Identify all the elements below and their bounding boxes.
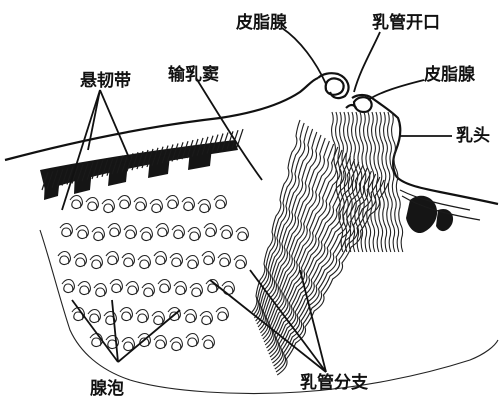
duct-wave-stroke: [264, 150, 342, 342]
alveolus-squiggle: [216, 308, 228, 321]
alveolus-squiggle: [110, 280, 122, 293]
leader-sebaceous-right: [368, 80, 424, 100]
alveolus-squiggle: [154, 336, 166, 349]
alveolus-squiggle: [190, 284, 202, 297]
alveolus-squiggle: [122, 338, 134, 351]
alveolus-squiggle: [198, 200, 210, 213]
alveolus-squiggle: [108, 224, 120, 237]
alveolus-squiggle: [74, 254, 86, 267]
alveolus-squiggle: [88, 310, 100, 323]
alveolus-squiggle: [166, 196, 178, 209]
alveolus-squiggle: [102, 200, 114, 213]
leader-duct-opening: [354, 32, 380, 92]
suspensory-ligament-band: [40, 129, 243, 200]
alveolus-squiggle: [174, 282, 186, 295]
alveolus-squiggle: [126, 282, 138, 295]
alveolus-squiggle: [202, 252, 214, 265]
alveolus-squiggle: [218, 254, 230, 267]
alveolus-squiggle: [236, 228, 248, 241]
leader-alveoli-3: [118, 310, 180, 362]
alveolus-squiggle: [76, 226, 88, 239]
alveolus-squiggle: [186, 256, 198, 269]
alveoli-cluster: [58, 196, 248, 351]
alveolus-squiggle: [90, 256, 102, 269]
alveolus-squiggle: [138, 256, 150, 269]
label-duct-branches: 乳管分支: [300, 372, 369, 393]
alveolus-squiggle: [62, 280, 74, 293]
alveolus-squiggle: [60, 224, 72, 237]
alveolus-squiggle: [106, 252, 118, 265]
lactiferous-duct-texture: [252, 120, 388, 375]
alveolus-squiggle: [90, 334, 102, 347]
alveolus-squiggle: [124, 226, 136, 239]
alveolus-squiggle: [154, 252, 166, 265]
alveolus-squiggle: [70, 196, 82, 209]
alveolus-squiggle: [220, 226, 232, 239]
alveolus-squiggle: [120, 308, 132, 321]
alveolus-squiggle: [94, 284, 106, 297]
areola-texture-right: [400, 190, 480, 233]
duct-opening-shape: [346, 105, 356, 108]
leader-duct-branches-2: [300, 270, 326, 372]
leader-ligament-3: [100, 90, 130, 160]
alveolus-squiggle: [86, 198, 98, 211]
alveolus-squiggle: [186, 334, 198, 347]
alveolus-squiggle: [234, 256, 246, 269]
alveolus-squiggle: [170, 254, 182, 267]
alveolus-squiggle: [172, 226, 184, 239]
alveolus-squiggle: [136, 310, 148, 323]
alveolus-squiggle: [150, 200, 162, 213]
label-nipple: 乳头: [456, 125, 490, 146]
sebaceous-gland-top-shape: [326, 78, 344, 94]
alveolus-squiggle: [222, 282, 234, 295]
alveolus-squiggle: [202, 336, 214, 349]
alveolus-squiggle: [134, 198, 146, 211]
alveolus-squiggle: [152, 312, 164, 325]
alveolus-squiggle: [92, 228, 104, 241]
alveolus-squiggle: [140, 228, 152, 241]
duct-wave-stroke: [253, 123, 304, 315]
label-duct-opening: 乳管开口: [372, 12, 440, 33]
alveolus-squiggle: [78, 282, 90, 295]
label-sebaceous-gland-right: 皮脂腺: [424, 64, 476, 85]
leader-alveoli-1: [112, 300, 118, 362]
label-alveoli: 腺泡: [90, 378, 124, 399]
alveolus-squiggle: [214, 196, 226, 209]
label-sebaceous-gland-top: 皮脂腺: [236, 12, 288, 33]
alveolus-squiggle: [182, 198, 194, 211]
alveolus-squiggle: [188, 228, 200, 241]
alveolus-squiggle: [118, 196, 130, 209]
alveolus-squiggle: [122, 254, 134, 267]
label-lactiferous-sinus: 输乳窦: [168, 64, 219, 85]
alveolus-squiggle: [156, 224, 168, 237]
skin-surface-line: [5, 78, 318, 160]
alveolus-squiggle: [58, 252, 70, 265]
nipple-outline: [318, 73, 400, 176]
label-suspensory-ligament: 悬韧带: [80, 70, 131, 91]
alveolus-squiggle: [142, 284, 154, 297]
alveolus-squiggle: [170, 338, 182, 351]
alveolus-squiggle: [158, 280, 170, 293]
alveolus-squiggle: [204, 224, 216, 237]
alveolus-squiggle: [184, 310, 196, 323]
alveolus-squiggle: [200, 312, 212, 325]
